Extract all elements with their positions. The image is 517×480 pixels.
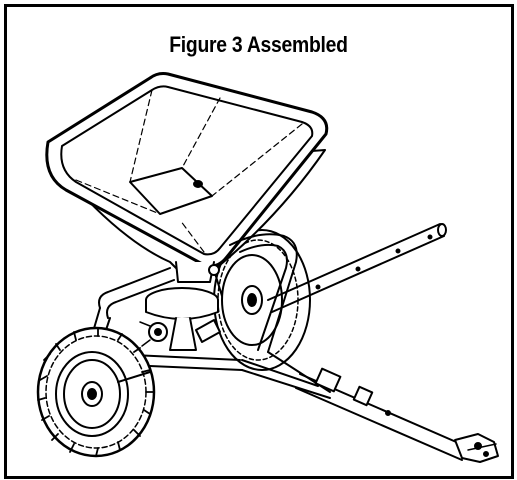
- axle: [117, 371, 151, 383]
- tow-handle: [267, 223, 499, 463]
- figure-title: Figure 3 Assembled: [169, 32, 348, 57]
- left-wheel: [36, 326, 156, 458]
- gearbox: [139, 264, 223, 351]
- hopper: [45, 72, 329, 283]
